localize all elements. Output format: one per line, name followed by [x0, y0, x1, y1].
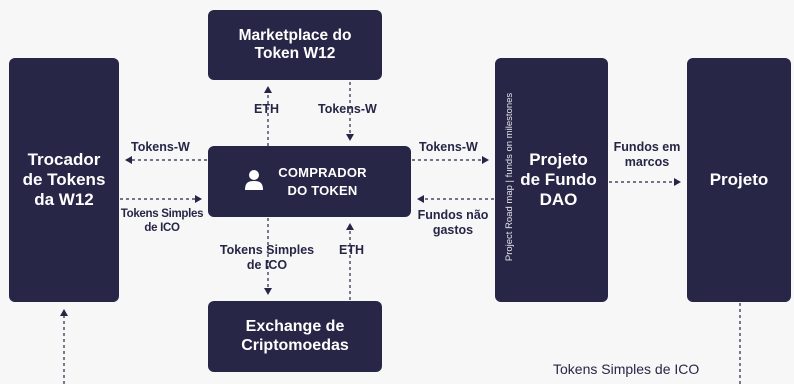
- comprador-box: COMPRADOR DO TOKEN: [208, 146, 411, 217]
- projeto-box: Projeto: [687, 58, 791, 302]
- marketplace-label: Marketplace do Token W12: [238, 26, 352, 62]
- label-tokens-w-left: Tokens-W: [131, 140, 190, 154]
- label-tokens-simples-footer: Tokens Simples de ICO: [553, 361, 700, 377]
- label-tokens-w-top: Tokens-W: [318, 102, 377, 116]
- label-fundos-em-marcos: Fundos em marcos: [613, 140, 681, 169]
- trocador-de-tokens-box: Trocador de Tokens da W12: [9, 58, 119, 302]
- label-fundos-nao-gastos: Fundos não gastos: [417, 208, 489, 237]
- marketplace-box: Marketplace do Token W12: [208, 10, 382, 80]
- label-eth-top: ETH: [254, 102, 279, 116]
- label-tokens-simples-bottom: Tokens Simples de ICO: [219, 243, 315, 272]
- projeto-label: Projeto: [709, 169, 769, 189]
- fundo-label: Projeto de Fundo DAO: [520, 149, 597, 210]
- fundo-vertical-caption: Project Road map | funds on milestones: [504, 92, 515, 262]
- trocador-label: Trocador de Tokens da W12: [22, 149, 106, 210]
- exchange-box: Exchange de Criptomoedas: [208, 301, 382, 372]
- user-icon: [244, 169, 264, 194]
- projeto-de-fundo-box: Projeto de Fundo DAO: [495, 58, 608, 302]
- label-tokens-simples-left: Tokens Simples de ICO: [120, 208, 204, 234]
- label-eth-bottom: ETH: [339, 243, 364, 257]
- label-tokens-w-right: Tokens-W: [419, 140, 478, 154]
- exchange-label: Exchange de Criptomoedas: [241, 317, 349, 354]
- comprador-label: COMPRADOR DO TOKEN: [278, 164, 367, 198]
